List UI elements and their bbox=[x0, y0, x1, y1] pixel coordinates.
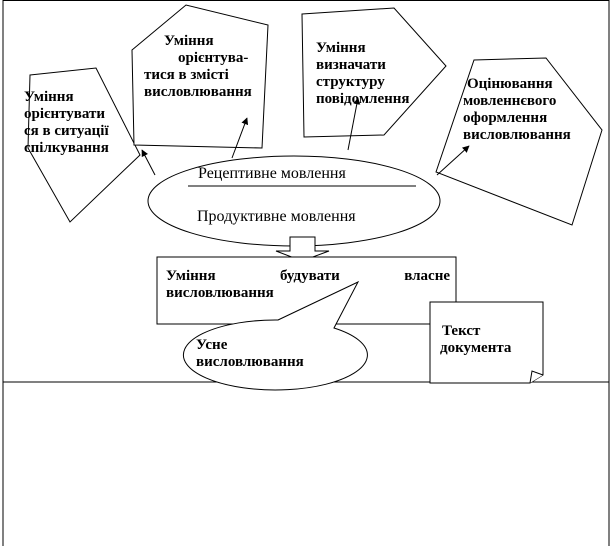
content-label: Уміння орієнтува- тися в змісті висловлю… bbox=[144, 33, 252, 100]
structure-pentagon bbox=[301, 7, 447, 138]
content-pentagon bbox=[131, 4, 269, 149]
situation-label: Уміння орієнтувати ся в ситуації спілкув… bbox=[24, 89, 109, 156]
arrow-to-structure bbox=[347, 97, 361, 151]
arrow-to-situation bbox=[141, 149, 156, 176]
document-label: Текст документа bbox=[440, 323, 512, 356]
down-block-arrow bbox=[275, 236, 330, 262]
receptive-speech-label: Рецептивне мовлення bbox=[198, 165, 346, 182]
build-label: Уміння будувати власне висловлювання bbox=[166, 268, 450, 301]
arrow-to-assessment bbox=[436, 145, 470, 176]
productive-speech-label: Продуктивне мовлення bbox=[197, 208, 356, 225]
oral-speech-bubble bbox=[182, 280, 368, 391]
arrow-to-content bbox=[231, 117, 249, 159]
document-fold bbox=[529, 370, 544, 384]
oral-label: Усне висловлювання bbox=[196, 337, 304, 370]
build-label-line1: Уміння будувати власне bbox=[166, 268, 450, 284]
assessment-label: Оцінювання мовленнєвого оформлення висло… bbox=[463, 76, 571, 143]
situation-pentagon bbox=[27, 67, 141, 223]
structure-label: Уміння визначати структуру повідомлення bbox=[316, 40, 410, 107]
assessment-pentagon bbox=[435, 57, 603, 226]
